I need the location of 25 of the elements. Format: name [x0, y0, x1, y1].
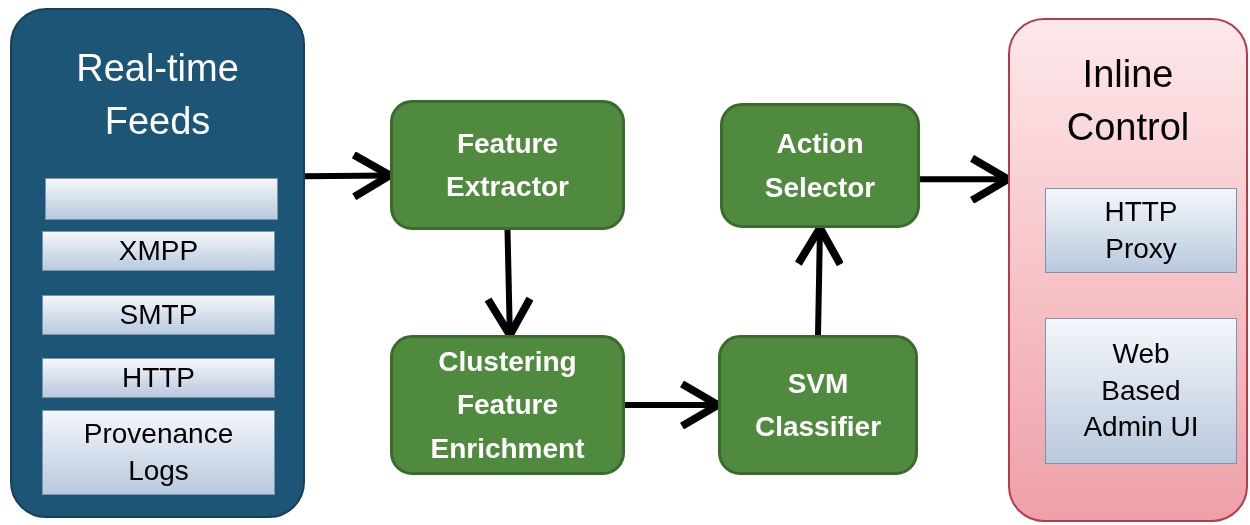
panel-title: Inline Control	[1065, 52, 1191, 151]
process-box	[718, 335, 918, 475]
process-box	[390, 335, 625, 475]
item-label: SMTP	[119, 297, 198, 332]
feed-box	[42, 410, 275, 495]
control-panel	[1008, 18, 1248, 522]
process-box	[390, 100, 625, 230]
item-label: HTTP	[121, 360, 196, 395]
feed-box	[1045, 188, 1237, 273]
feed-box	[45, 178, 278, 220]
feed-box	[42, 295, 275, 335]
feed-box	[42, 358, 275, 398]
item-label: XMPP	[118, 233, 199, 268]
process-label: SVM Classifier	[753, 366, 883, 444]
item-label: HTTP Proxy	[1103, 195, 1179, 266]
process-label: Feature Extractor	[445, 126, 570, 204]
feeds-panel	[10, 8, 305, 518]
item-label: Web Based Admin UI	[1082, 337, 1200, 445]
feed-box	[42, 231, 275, 271]
process-box	[720, 103, 920, 228]
item-label: Provenance Logs	[82, 417, 235, 488]
feed-box	[1045, 318, 1237, 464]
process-label: Clustering Feature Enrichment	[429, 344, 586, 466]
process-label: Action Selector	[763, 127, 877, 205]
panel-title: Real-time Feeds	[75, 46, 240, 145]
